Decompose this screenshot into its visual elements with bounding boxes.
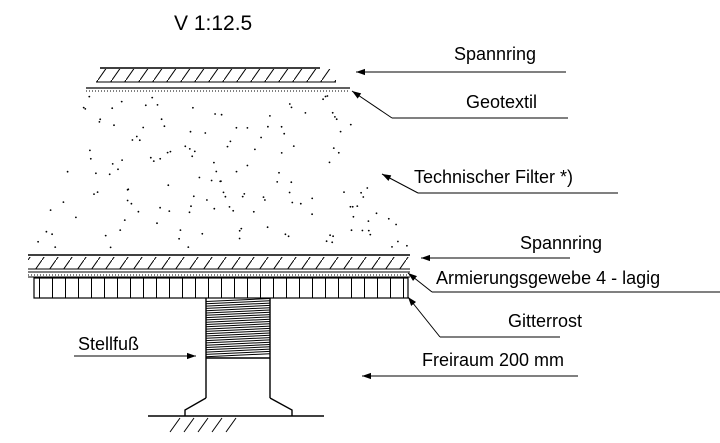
label-top-spannring: Spannring	[454, 44, 536, 64]
label-adjustable-foot: Stellfuß	[78, 334, 139, 354]
label-technical-filter: Technischer Filter *)	[414, 167, 573, 187]
leader-lines	[74, 68, 720, 380]
reinforcement-mesh	[28, 271, 410, 278]
label-bottom-spannring: Spannring	[520, 233, 602, 253]
scale-title: V 1:12.5	[174, 12, 252, 35]
label-grating: Gitterrost	[508, 311, 582, 331]
adjustable-foot	[148, 298, 324, 433]
top-geotextile	[86, 87, 350, 92]
top-spannring	[96, 67, 336, 83]
ground-hatch	[169, 417, 237, 433]
foot-thread	[205, 298, 271, 358]
label-reinforcement-mesh: Armierungsgewebe 4 - lagig	[436, 268, 660, 288]
label-clearance: Freiraum 200 mm	[422, 350, 564, 370]
label-geotextile: Geotextil	[466, 92, 537, 112]
technical-filter-fill	[37, 95, 408, 249]
grating	[33, 277, 409, 299]
bottom-spannring	[28, 254, 410, 270]
